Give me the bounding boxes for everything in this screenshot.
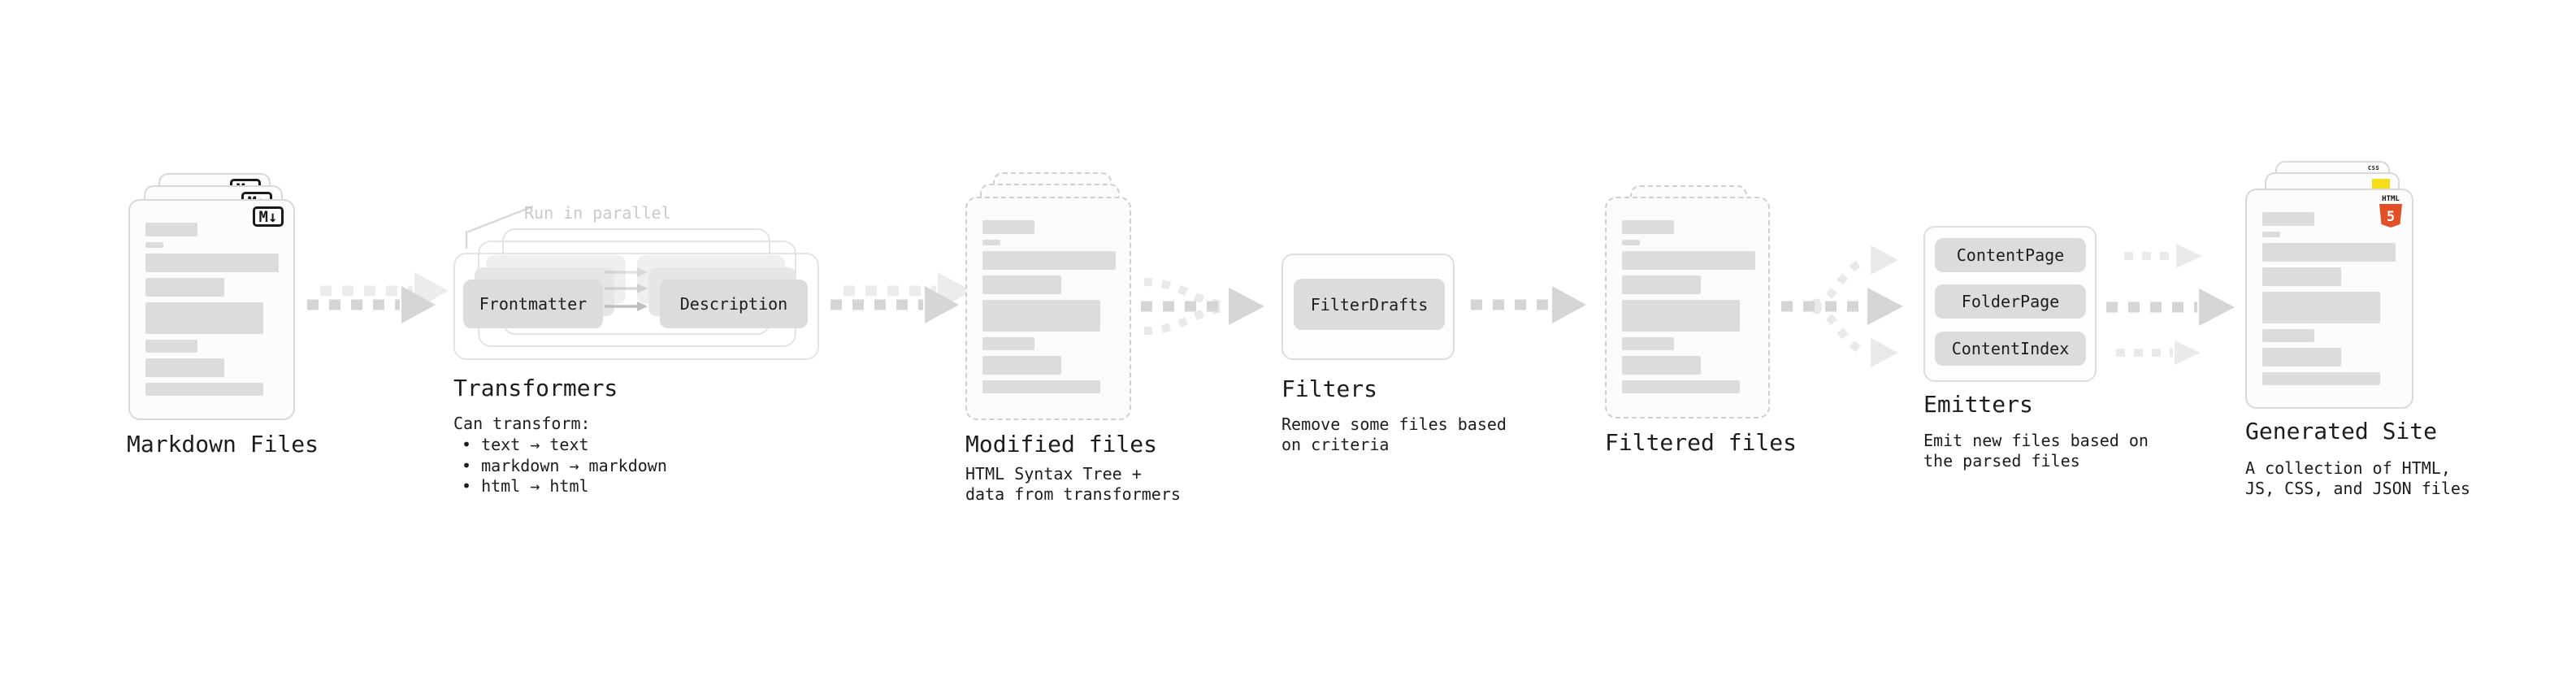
placeholder-bar [1622, 380, 1740, 393]
parallel-callout-line [465, 205, 534, 249]
document-page-html: HTML 5 [2245, 189, 2413, 409]
placeholder-bar [2262, 232, 2280, 237]
placeholder-bar [145, 383, 263, 396]
filter-drafts-box: FilterDrafts [1294, 279, 1445, 330]
placeholder-bar [1622, 300, 1740, 332]
placeholder-bar [2262, 329, 2314, 342]
flow-arrow-emitter-bottom [2116, 340, 2201, 365]
placeholder-bar [1622, 356, 1701, 375]
stage-description: Remove some files based on criteria [1281, 414, 1507, 454]
parallel-note: Run in parallel [524, 203, 671, 223]
frontmatter-box: Frontmatter [463, 280, 603, 328]
js-badge [2372, 179, 2390, 189]
list-item: • markdown → markdown [462, 455, 667, 475]
placeholder-bar [982, 337, 1034, 350]
placeholder-bar [145, 302, 263, 334]
flow-arrow-emitter-top [2124, 244, 2202, 268]
placeholder-bar [145, 223, 197, 236]
placeholder-bar [2262, 348, 2341, 367]
stage-title: Generated Site [2245, 418, 2438, 445]
list-item: • text → text [462, 435, 589, 454]
markdown-badge: M↓ [253, 206, 284, 227]
document-page: M↓ [128, 199, 295, 420]
emitter-folderpage-box: FolderPage [1935, 284, 2086, 319]
placeholder-bar [982, 300, 1100, 332]
placeholder-bar [2262, 372, 2380, 385]
placeholder-bar [145, 278, 224, 297]
placeholder-bar [1622, 251, 1755, 270]
stage-title: Filtered files [1605, 429, 1798, 456]
placeholder-text-bars [145, 223, 279, 396]
placeholder-bar [1622, 240, 1640, 245]
stage-title: Transformers [453, 375, 618, 401]
placeholder-bar [1622, 220, 1674, 234]
placeholder-text-bars [982, 220, 1116, 393]
stage-title: Markdown Files [127, 431, 319, 458]
placeholder-bar [1622, 337, 1674, 350]
html5-badge-label: HTML [2382, 195, 2400, 203]
placeholder-bar [145, 340, 197, 353]
list-item: • html → html [462, 476, 589, 496]
placeholder-bar [982, 356, 1061, 375]
stage-title: Emitters [1923, 391, 2033, 418]
emitter-contentindex-box: ContentIndex [1935, 332, 2086, 366]
stage-description: A collection of HTML, JS, CSS, and JSON … [2245, 458, 2470, 498]
placeholder-bar [1622, 275, 1701, 294]
placeholder-bar [145, 242, 163, 248]
document-page [965, 197, 1131, 420]
flow-arrow-filters-to-filtered [1471, 286, 1586, 323]
placeholder-bar [982, 251, 1116, 270]
placeholder-bar [982, 380, 1100, 393]
transformer-inner-arrows [605, 267, 648, 311]
html5-badge-number: 5 [2387, 209, 2395, 225]
transform-capabilities-list: • text → text • markdown → markdown • ht… [453, 435, 667, 497]
placeholder-bar [145, 254, 279, 272]
html5-shield [2379, 204, 2402, 228]
stage-title: Modified files [965, 431, 1158, 458]
placeholder-bar [982, 220, 1034, 234]
html5-badge: HTML 5 [2379, 195, 2402, 228]
flow-arrow-markdown-to-transformers [307, 272, 449, 323]
placeholder-bar [2262, 212, 2314, 226]
arrow-main-layer [307, 286, 436, 323]
stage-description: Emit new files based on the parsed files [1923, 431, 2149, 471]
placeholder-bar [2262, 267, 2341, 286]
flow-arrow-transformers-to-modified [830, 272, 972, 323]
placeholder-bar [2262, 292, 2380, 323]
flow-arrow-emitter-middle [2106, 288, 2235, 326]
description-box: Description [660, 280, 808, 328]
stage-description: HTML Syntax Tree + data from transformer… [965, 464, 1181, 504]
emitter-contentpage-box: ContentPage [1935, 238, 2086, 272]
placeholder-bar [2262, 243, 2396, 262]
css-badge-label: CSS [2367, 165, 2380, 171]
placeholder-text-bars [2262, 212, 2396, 385]
placeholder-bar [982, 240, 1000, 245]
arrow-main-layer [830, 286, 959, 323]
stage-description-heading: Can transform: [453, 414, 591, 433]
document-page [1605, 197, 1770, 419]
stage-title: Filters [1281, 375, 1378, 402]
transformer-run-box-front [453, 253, 819, 360]
flow-arrow-modified-to-filters [1141, 278, 1264, 335]
placeholder-bar [145, 358, 224, 377]
placeholder-text-bars [1622, 220, 1755, 393]
flow-arrow-filtered-to-emitters [1781, 245, 1903, 367]
placeholder-bar [982, 275, 1061, 294]
